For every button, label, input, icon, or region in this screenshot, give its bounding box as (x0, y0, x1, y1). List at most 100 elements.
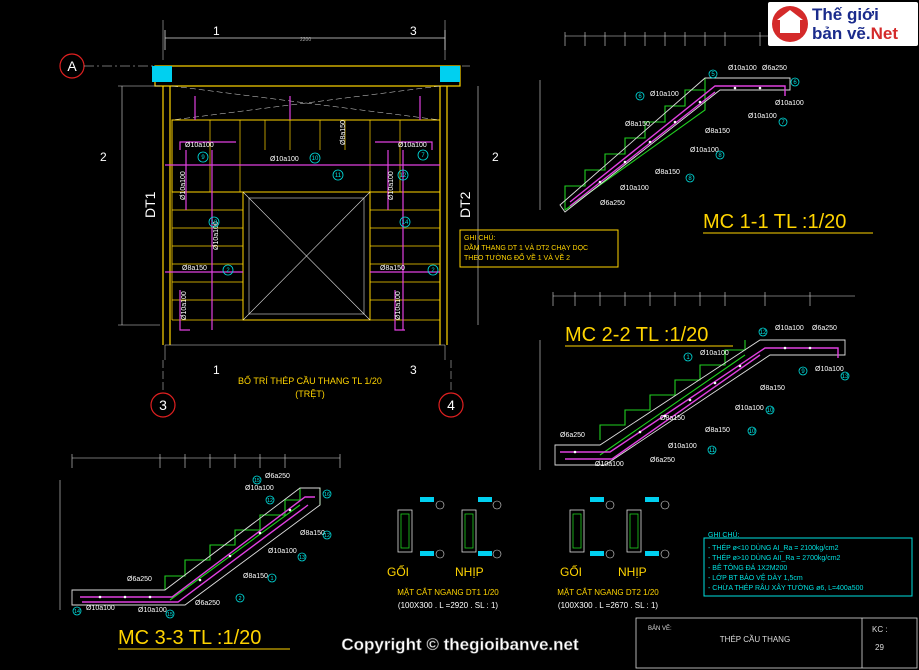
note1-line2: THEO TƯỜNG ĐỔ VỀ 1 VÀ VỀ 2 (464, 252, 570, 262)
axis-1-top: 1 (213, 24, 220, 38)
dt1-label: DT1 (142, 191, 158, 218)
plan-rebar-label: Ø10a100 (181, 291, 188, 320)
mc11-label: Ø10a100 (620, 185, 649, 192)
plan-marker: 14 (402, 220, 409, 226)
axis-3-top: 3 (410, 24, 417, 38)
plan-rebar-label: Ø10a100 (398, 142, 427, 149)
mc33-marker: 15 (167, 612, 173, 618)
mc22-marker: 12 (760, 330, 767, 336)
plan-title: BỐ TRÍ THÉP CẦU THANG TL 1/20 (238, 375, 382, 386)
mc11-label: Ø10a100 (775, 100, 804, 107)
logo-line2: bản vẽ.Net (812, 24, 898, 44)
brand-logo[interactable]: Thế giới bản vẽ.Net (768, 2, 918, 46)
sheet-number: 29 (875, 643, 884, 652)
mc22-label: Ø10a100 (735, 405, 764, 412)
note2-line: - THÉP ø<10 DÙNG AI_Ra = 2100kg/cm2 (708, 543, 839, 552)
mc33-title: MC 3-3 TL :1/20 (118, 627, 261, 649)
dt1-title: MẶT CẮT NGANG DT1 1/20 (397, 588, 499, 597)
plan-marker: 10 (312, 156, 319, 162)
mc22-label: Ø10a100 (595, 461, 624, 468)
plan-marker: 2 (226, 268, 230, 274)
dt1-goi: GỐI (387, 564, 409, 579)
note2-line: - BÊ TÔNG ĐÁ 1X2M200 (708, 563, 787, 572)
mc33-marker: 12 (267, 498, 273, 504)
mc11-marker: 6 (793, 80, 797, 86)
mc11-label: Ø6a250 (762, 65, 787, 72)
axis-1-bottom: 1 (213, 363, 220, 377)
section-dt2: GỐI NHỊP MẶT CẮT NGANG DT2 1/20 (100X300… (557, 497, 670, 610)
mc22-title: MC 2-2 TL :1/20 (565, 324, 708, 346)
mc33-marker: 2 (238, 596, 241, 602)
mc22-label: Ø10a100 (815, 366, 844, 373)
dt2-label: DT2 (457, 191, 473, 218)
note2-line: - THÉP ø>10 DÙNG AII_Ra = 2700kg/cm2 (708, 553, 841, 562)
plan-rebar-label: Ø10a100 (185, 142, 214, 149)
grid-bubble-4 (438, 392, 464, 418)
grid-4-label: 4 (447, 397, 455, 413)
mc22-label: Ø8a150 (760, 385, 785, 392)
note2-title: GHI CHÚ: (708, 530, 740, 539)
mc33-marker: 12 (324, 533, 330, 539)
plan-rebar-label: Ø10a100 (213, 221, 220, 250)
mc33-label: Ø8a150 (243, 573, 268, 580)
stair-plan: 2200 A (59, 20, 499, 418)
logo-line1: Thế giới (812, 5, 879, 24)
dt2-goi: GỐI (560, 564, 582, 579)
mc11-label: Ø10a100 (650, 91, 679, 98)
title-block: BẢN VẼ: THÉP CẦU THANG KC : 29 (635, 617, 918, 669)
mc33-label: Ø10a100 (245, 485, 274, 492)
mc33-marker: 15 (254, 478, 260, 484)
note1-title: GHI CHÚ: (464, 233, 496, 242)
note2-line: - LỚP BT BẢO VỆ DÀY 1,5cm (708, 573, 803, 582)
mc33-label: Ø8a150 (300, 530, 325, 537)
mc22-label: Ø6a250 (812, 325, 837, 332)
axis-3-bottom: 3 (410, 363, 417, 377)
mc11-marker: 8 (688, 176, 692, 182)
logo-brand: bản vẽ. (812, 24, 871, 43)
dt2-title: MẶT CẮT NGANG DT2 1/20 (557, 588, 659, 597)
mc11-label: Ø8a150 (655, 169, 680, 176)
dt2-sub: (100X300 . L =2670 . SL : 1) (558, 601, 658, 610)
section-dt1: GỐI NHỊP MẶT CẮT NGANG DT1 1/20 (100X300… (387, 497, 502, 610)
plan-marker: 11 (335, 173, 342, 179)
plan-rebar-label: Ø8a150 (340, 120, 347, 145)
mc11-label: Ø8a150 (625, 121, 650, 128)
plan-rebar-label: Ø10a100 (270, 156, 299, 163)
mc22-marker: 1 (686, 355, 690, 361)
mc22-label: Ø8a150 (660, 415, 685, 422)
plan-rebar-label: Ø8a150 (182, 265, 207, 272)
plan-marker: 7 (421, 153, 425, 159)
mc33-marker: 1 (270, 576, 273, 582)
mc33-label: Ø10a100 (268, 548, 297, 555)
mc22-label: Ø8a150 (705, 427, 730, 434)
note2-line: - CHỪA THÉP RÂU XÂY TƯỜNG ø6, L=400a500 (708, 583, 863, 592)
logo-net: Net (870, 24, 898, 43)
grid-a-label: A (67, 58, 77, 74)
section-mc-1-1: Ø10a100 Ø6a250 Ø10a100 Ø10a100 Ø8a150 Ø1… (539, 32, 910, 234)
plan-rebar-label: Ø10a100 (388, 171, 395, 200)
mc11-marker: 5 (711, 72, 715, 78)
grid-3-label: 3 (159, 397, 167, 413)
ban-ve-label: BẢN VẼ: (648, 625, 672, 632)
plan-rebar-label: Ø8a150 (380, 265, 405, 272)
axis-2-left: 2 (100, 150, 107, 164)
mc22-label: Ø10a100 (775, 325, 804, 332)
note1-line1: DẦM THANG DT 1 VÀ DT2 CHẠY DỌC (464, 242, 588, 252)
mc22-marker: 10 (767, 408, 774, 414)
mc33-label: Ø10a100 (86, 605, 115, 612)
mc33-label: Ø6a250 (265, 473, 290, 480)
mc22-label: Ø10a100 (700, 350, 729, 357)
plan-marker: 12 (400, 173, 407, 179)
mc11-label: Ø10a100 (690, 147, 719, 154)
mc11-title: MC 1-1 TL :1/20 (703, 211, 846, 233)
mc11-label: Ø10a100 (748, 113, 777, 120)
mc11-label: Ø6a250 (600, 200, 625, 207)
dt1-sub: (100X300 . L =2920 . SL : 1) (398, 601, 498, 610)
note-dt: GHI CHÚ: DẦM THANG DT 1 VÀ DT2 CHẠY DỌC … (459, 229, 619, 268)
plan-rebar-label: Ø10a100 (180, 171, 187, 200)
mc22-marker: 10 (749, 429, 756, 435)
beam-sections: GỐI NHỊP MẶT CẮT NGANG DT1 1/20 (100X300… (387, 497, 670, 610)
house-icon (772, 6, 808, 42)
mc22-label: Ø10a100 (668, 443, 697, 450)
